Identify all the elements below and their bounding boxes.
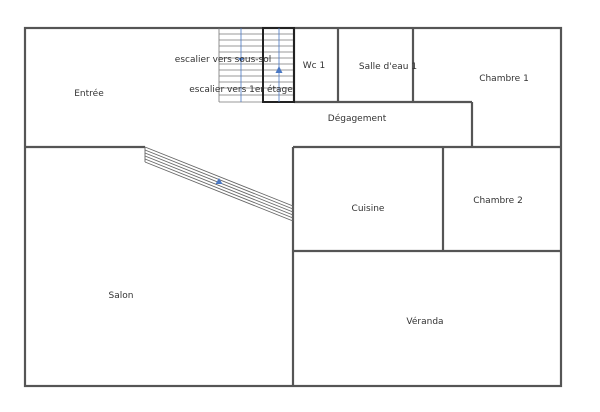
room-label-salle-deau: Salle d'eau 1	[358, 62, 418, 72]
arrow-icon	[215, 178, 223, 184]
label-escalier-etage: escalier vers 1er étage	[189, 85, 293, 95]
room-label-degagement: Dégagement	[327, 114, 387, 124]
stair-upper-outline	[262, 27, 295, 103]
arrow-up-icon	[275, 66, 283, 73]
room-label-entree: Entrée	[74, 89, 104, 99]
room-label-veranda: Véranda	[406, 317, 444, 327]
stair-block	[218, 27, 295, 103]
arrow-down-icon	[238, 58, 244, 62]
room-label-chambre1: Chambre 1	[479, 74, 529, 84]
room-label-chambre2: Chambre 2	[473, 196, 523, 206]
label-escalier-sous-sol: escalier vers sous-sol	[174, 55, 272, 65]
room-label-cuisine: Cuisine	[351, 204, 385, 214]
room-label-salon: Salon	[108, 291, 134, 301]
room-label-wc: Wc 1	[302, 61, 326, 71]
diagonal-stair	[144, 146, 294, 222]
